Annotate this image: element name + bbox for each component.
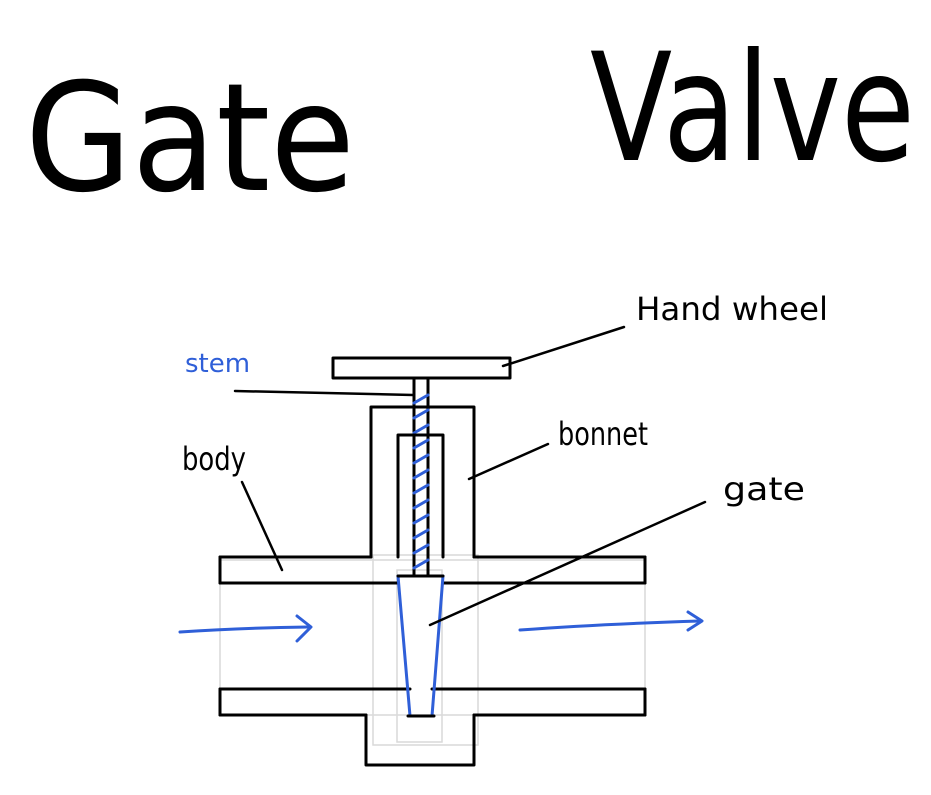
label-bonnet: bonnet (558, 415, 648, 453)
bonnet-outer (369, 405, 476, 559)
title-word-valve: Valve (590, 22, 915, 196)
stem-thread-mark (412, 453, 430, 465)
title-word-gate: Gate (25, 52, 355, 226)
bonnet-inner (396, 433, 445, 559)
leader-stem (233, 389, 415, 397)
leader-gate (428, 500, 707, 627)
hand-wheel (331, 356, 512, 380)
stem-thread-mark (412, 438, 430, 450)
gate-seat-housing (364, 713, 476, 767)
label-hand-wheel: Hand wheel (636, 290, 828, 328)
leader-bonnet (467, 442, 550, 481)
stem-thread-mark (412, 468, 430, 480)
flow-arrow-outlet (518, 610, 704, 632)
flow-arrow-inlet (178, 614, 313, 643)
stem-thread-mark (412, 393, 430, 405)
stem-thread-mark (412, 408, 430, 420)
body-lower-wall (218, 687, 647, 717)
stem-thread-mark (412, 528, 430, 540)
gate-wedge (396, 574, 445, 718)
stem-threads (412, 393, 430, 570)
label-stem: stem (185, 349, 250, 379)
stem-thread-mark (412, 423, 430, 435)
stem-thread-mark (412, 543, 430, 555)
label-body: body (182, 440, 246, 478)
stem-thread-mark (412, 483, 430, 495)
stem-thread-mark (412, 513, 430, 525)
label-gate: gate (723, 470, 805, 508)
leader-hand-wheel (501, 325, 626, 368)
stem-thread-mark (412, 558, 430, 570)
body-upper-wall (218, 555, 647, 585)
stem-thread-mark (412, 498, 430, 510)
leader-body (240, 480, 284, 572)
